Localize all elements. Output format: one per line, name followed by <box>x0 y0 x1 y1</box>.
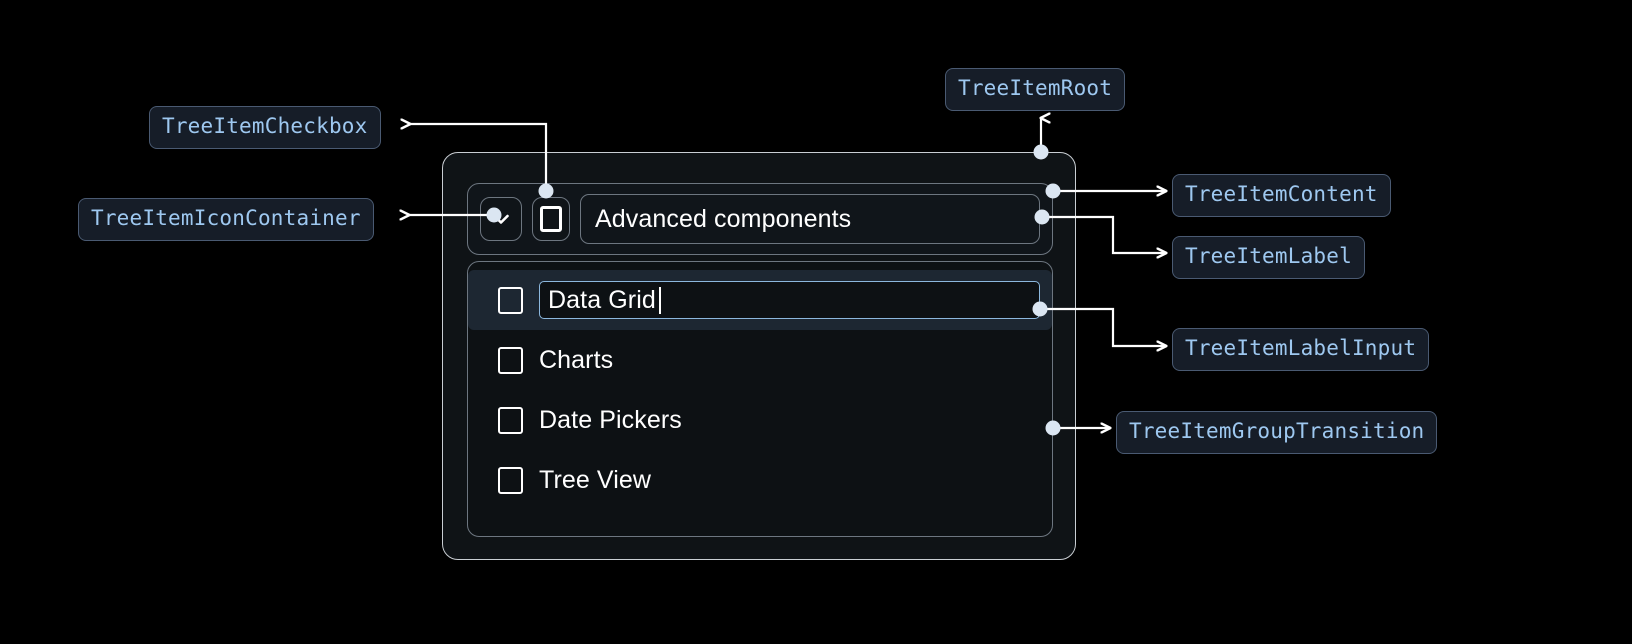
checkbox-unchecked-icon[interactable] <box>498 286 523 314</box>
tree-item-root[interactable]: Advanced components Data Grid Charts <box>442 152 1076 560</box>
tree-row-label: Tree View <box>539 465 652 494</box>
badge-tree-item-group-transition: TreeItemGroupTransition <box>1116 411 1438 454</box>
tree-row-label: Charts <box>539 345 614 374</box>
badge-tree-item-checkbox: TreeItemCheckbox <box>149 106 381 149</box>
tree-item-label[interactable]: Advanced components <box>580 194 1040 244</box>
tree-item-label-input[interactable]: Data Grid <box>539 281 1040 319</box>
checkbox-unchecked-icon[interactable] <box>498 406 523 434</box>
tree-item-content[interactable]: Advanced components <box>467 183 1053 255</box>
tree-item-group-transition: Data Grid Charts Date Pickers Tree View <box>467 261 1053 537</box>
tree-row-data-grid[interactable]: Data Grid <box>468 270 1052 330</box>
chevron-down-icon <box>488 206 514 232</box>
tree-item-label-text: Advanced components <box>595 204 852 233</box>
tree-item-icon-container[interactable] <box>480 197 522 241</box>
tree-row-label: Date Pickers <box>539 405 682 434</box>
tree-item-checkbox[interactable] <box>532 197 570 241</box>
label-input-value: Data Grid <box>548 285 656 314</box>
tree-row-charts[interactable]: Charts <box>468 330 1052 390</box>
badge-tree-item-content: TreeItemContent <box>1172 174 1391 217</box>
tree-row-date-pickers[interactable]: Date Pickers <box>468 390 1052 450</box>
badge-tree-item-root: TreeItemRoot <box>945 68 1126 111</box>
badge-tree-item-label-input: TreeItemLabelInput <box>1172 328 1430 371</box>
checkbox-unchecked-icon[interactable] <box>498 346 523 374</box>
badge-tree-item-label: TreeItemLabel <box>1172 236 1365 279</box>
checkbox-unchecked-icon <box>540 206 562 232</box>
badge-tree-item-icon-container: TreeItemIconContainer <box>78 198 374 241</box>
text-caret <box>658 286 661 314</box>
tree-row-tree-view[interactable]: Tree View <box>468 450 1052 510</box>
checkbox-unchecked-icon[interactable] <box>498 466 523 494</box>
